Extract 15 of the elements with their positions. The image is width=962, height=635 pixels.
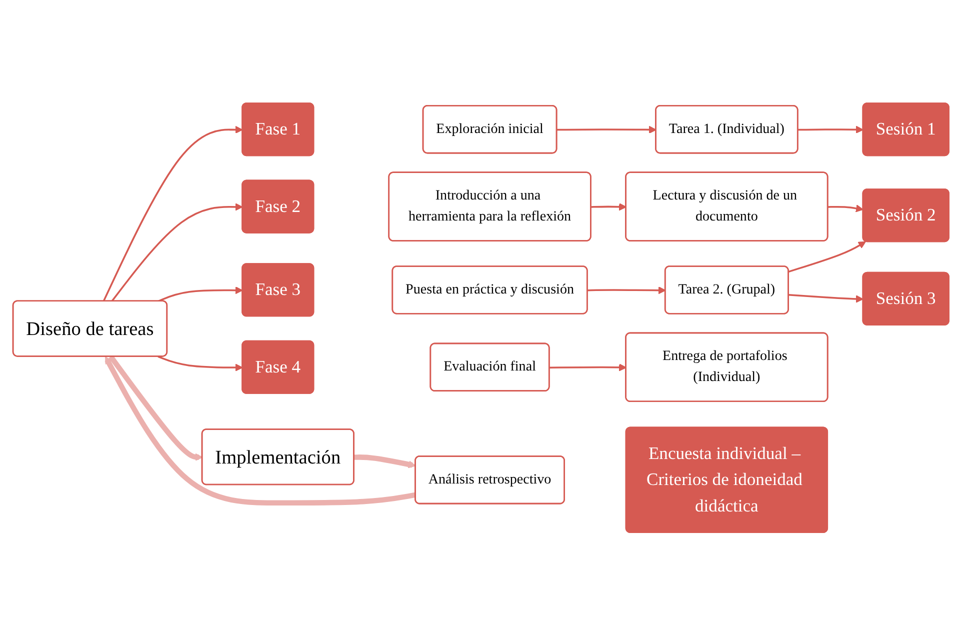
- arrow: [828, 204, 864, 212]
- arrow: [788, 241, 866, 272]
- arrow: [798, 125, 864, 134]
- arrow: [788, 294, 864, 303]
- arrow: [104, 356, 416, 506]
- arrow: [556, 126, 657, 134]
- arrow: [108, 354, 203, 461]
- arrow: [102, 126, 243, 302]
- arrow: [588, 286, 666, 294]
- arrow: [158, 356, 243, 372]
- arrow: [354, 454, 416, 468]
- arrow: [111, 202, 243, 302]
- arrow: [591, 202, 627, 210]
- arrow: [550, 363, 627, 371]
- arrow: [158, 286, 243, 302]
